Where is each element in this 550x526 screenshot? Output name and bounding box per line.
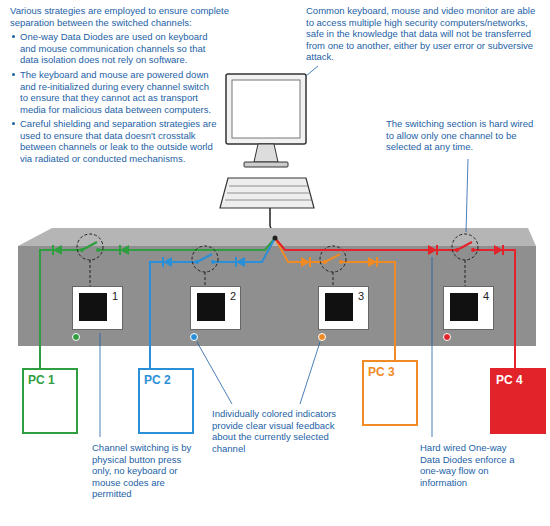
- button-panel: 2: [190, 286, 241, 330]
- data-diode: [428, 245, 437, 255]
- computer-label: PC 4: [492, 370, 527, 390]
- indicator-led: [191, 334, 198, 341]
- data-diode: [301, 257, 310, 267]
- callout-note: Common keyboard, mouse and video monitor…: [306, 5, 542, 63]
- computer-label: PC 2: [140, 370, 175, 390]
- data-diode: [376, 257, 378, 267]
- computer-box: PC 4: [490, 368, 546, 434]
- channel-number: 4: [483, 290, 489, 302]
- leader-line: [197, 342, 232, 404]
- data-diode: [309, 257, 311, 267]
- indicator-led: [73, 334, 80, 341]
- bullet-dot: [12, 122, 15, 125]
- computer-box: PC 1: [22, 368, 78, 434]
- switch-linkage: [90, 260, 91, 286]
- computer-box: PC 2: [138, 368, 194, 434]
- switch-lever: [82, 242, 97, 250]
- kvm-cable: [269, 208, 271, 226]
- keyboard: [220, 178, 314, 208]
- keyboard-keys: [229, 186, 308, 187]
- switch-contact: [211, 260, 215, 264]
- push-button: [325, 293, 353, 321]
- channel-number: 1: [112, 290, 118, 302]
- red-wire: [275, 238, 515, 368]
- switch-lever: [457, 242, 472, 250]
- switch-housing: [18, 246, 536, 346]
- data-diode: [162, 257, 164, 267]
- blue-wire: [150, 238, 275, 368]
- switch-contact: [195, 260, 199, 264]
- switch-contact: [471, 248, 475, 252]
- switch-lever: [197, 254, 212, 262]
- indicator-led: [319, 334, 326, 341]
- callout-note: Hard wired One-way Data Diodes enforce a…: [420, 442, 524, 488]
- keyboard-keys: [227, 193, 310, 194]
- monitor-stand: [254, 144, 278, 162]
- intro-note: Various strategies are employed to ensur…: [10, 5, 246, 28]
- indicator-led: [444, 334, 451, 341]
- leader-line: [306, 66, 318, 76]
- switch-linkage: [333, 272, 334, 286]
- data-diode: [236, 257, 245, 267]
- bullet-note: One-way Data Diodes are used on keyboard…: [20, 31, 218, 66]
- channel-number: 3: [358, 290, 364, 302]
- switch-lever: [325, 254, 340, 262]
- orange-wire: [275, 238, 395, 360]
- data-diode: [494, 245, 503, 255]
- junction-dot: [273, 236, 278, 241]
- bullet-dot: [12, 73, 15, 76]
- data-diode: [368, 257, 377, 267]
- data-diode: [53, 245, 62, 255]
- leader-line: [432, 257, 433, 437]
- callout-note: Individually colored indicators provide …: [212, 408, 347, 454]
- data-diode: [52, 245, 54, 255]
- switch-ring: [452, 234, 478, 260]
- push-button: [79, 293, 107, 321]
- data-diode: [163, 257, 172, 267]
- leader-line: [466, 159, 468, 232]
- callout-note: The switching section is hard wired to a…: [386, 118, 542, 153]
- push-button: [197, 293, 225, 321]
- switch-ring: [77, 234, 103, 260]
- computer-label: PC 1: [24, 370, 59, 390]
- data-diode: [502, 245, 504, 255]
- data-diode: [235, 257, 237, 267]
- switch-contact: [323, 260, 327, 264]
- green-wire: [40, 238, 275, 368]
- switch-linkage: [465, 260, 466, 286]
- monitor-bezel: [226, 74, 306, 144]
- switch-linkage: [205, 272, 206, 286]
- switch-contact: [96, 248, 100, 252]
- callout-note: Channel switching is by physical button …: [92, 442, 192, 500]
- leader-line: [100, 333, 101, 437]
- switch-contact: [339, 260, 343, 264]
- keyboard-keys: [225, 200, 312, 201]
- bullet-note: Careful shielding and separation strateg…: [20, 118, 218, 164]
- switch-ring: [192, 246, 218, 272]
- bullet-dot: [12, 35, 15, 38]
- computer-box: PC 3: [362, 360, 418, 426]
- button-panel: 1: [72, 286, 123, 330]
- button-panel: 4: [443, 286, 494, 330]
- computer-label: PC 3: [364, 362, 399, 382]
- switch-contact: [80, 248, 84, 252]
- data-diode: [120, 245, 129, 255]
- button-panel: 3: [318, 286, 369, 330]
- channel-number: 2: [230, 290, 236, 302]
- leader-line: [300, 342, 320, 404]
- data-diode: [436, 245, 438, 255]
- switch-contact: [455, 248, 459, 252]
- data-diode: [119, 245, 121, 255]
- bullet-note: The keyboard and mouse are powered down …: [20, 69, 218, 115]
- monitor-base: [244, 162, 288, 167]
- push-button: [450, 293, 478, 321]
- monitor-screen: [232, 80, 300, 138]
